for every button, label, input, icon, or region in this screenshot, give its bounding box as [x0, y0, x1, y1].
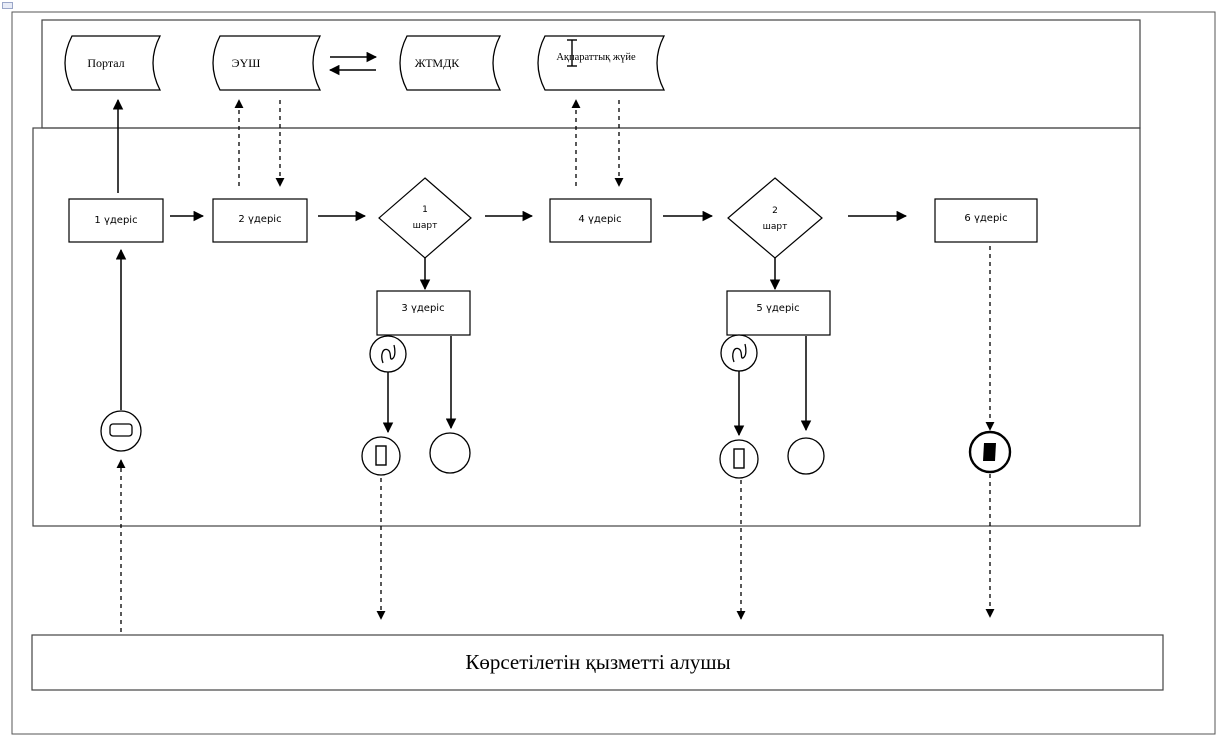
signal-icon-1 — [369, 335, 407, 373]
condition-1-label: шарт — [413, 221, 438, 231]
process-1-label: 1 үдеріс — [94, 214, 137, 226]
system-info: Ақпараттық жүйе — [537, 35, 666, 91]
process-lane — [32, 127, 1141, 527]
system-zhtmdk: ЖТМДК — [399, 35, 502, 91]
document-icon-2 — [719, 439, 759, 479]
process-6-label: 6 үдеріс — [964, 212, 1007, 224]
condition-2: 2 шарт — [727, 177, 823, 259]
condition-2-label: шарт — [763, 222, 788, 232]
process-3-label: 3 үдеріс — [401, 302, 444, 314]
process-6: 6 үдеріс — [934, 198, 1038, 243]
condition-1-number: 1 — [422, 205, 428, 215]
process-2-label: 2 үдеріс — [238, 213, 281, 225]
process-1: 1 үдеріс — [68, 198, 164, 243]
process-3: 3 үдеріс — [376, 290, 471, 336]
system-portal: Портал — [64, 35, 162, 91]
recipient-lane — [31, 634, 1164, 691]
page-corner-icon — [2, 2, 13, 9]
system-esh-label: ЭҮШ — [232, 56, 261, 70]
system-zhtmdk-label: ЖТМДК — [415, 56, 461, 70]
end-event-2 — [787, 437, 825, 475]
process-2: 2 үдеріс — [212, 198, 308, 243]
page-frame — [11, 11, 1216, 735]
signal-icon-2 — [720, 334, 758, 372]
condition-2-number: 2 — [772, 206, 778, 216]
condition-1: 1 шарт — [378, 177, 472, 259]
system-info-label: Ақпараттық жүйе — [556, 52, 636, 63]
process-4-label: 4 үдеріс — [578, 213, 621, 225]
end-event-1 — [429, 432, 471, 474]
document-filled-icon — [968, 430, 1012, 474]
system-esh: ЭҮШ — [212, 35, 322, 91]
system-portal-label: Портал — [87, 56, 124, 70]
document-icon-1 — [361, 436, 401, 476]
process-4: 4 үдеріс — [549, 198, 652, 243]
process-5-label: 5 үдеріс — [756, 302, 799, 314]
recipient-label: Көрсетілетін қызметті алушы — [465, 650, 730, 674]
process-5: 5 үдеріс — [726, 290, 831, 336]
text-cursor-icon — [567, 39, 577, 67]
start-message-icon — [100, 410, 142, 452]
